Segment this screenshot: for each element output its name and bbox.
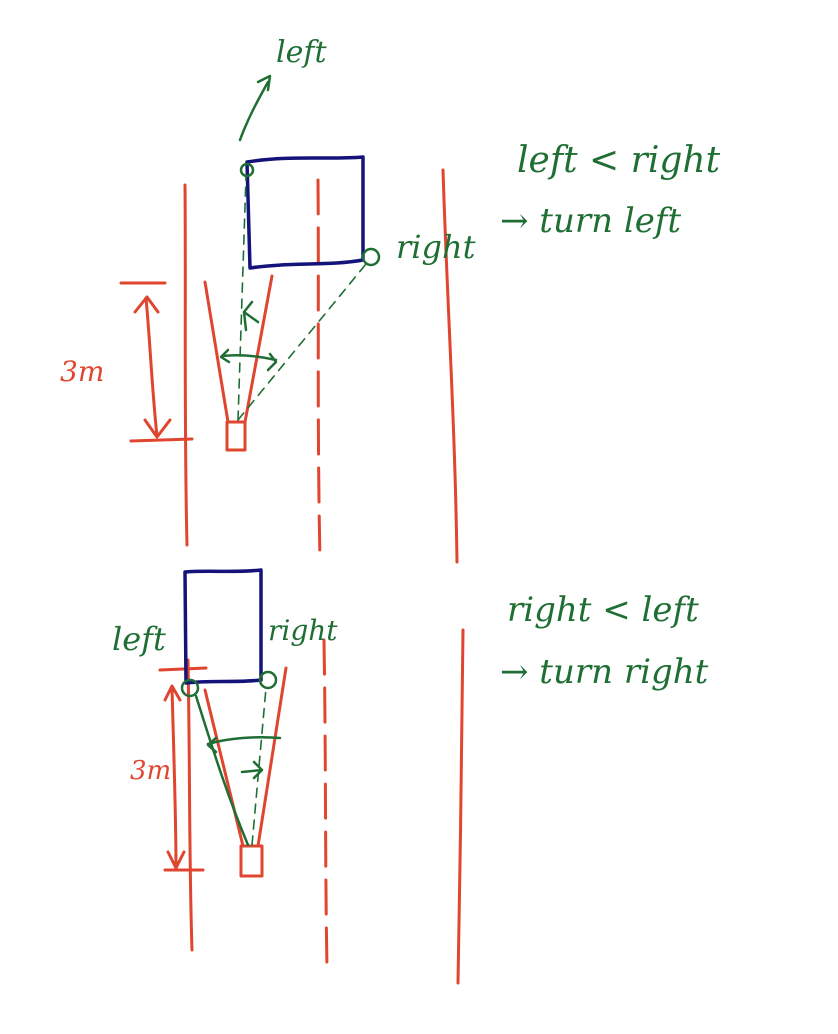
top-scenario: 3m left right left < right → turn left bbox=[60, 35, 721, 564]
top-right-label: right bbox=[396, 228, 476, 266]
bottom-vehicle-cone-left bbox=[203, 688, 245, 848]
top-left-pointer-arrow bbox=[238, 80, 270, 142]
top-vehicle bbox=[225, 420, 247, 452]
bottom-turn-arrow bbox=[240, 760, 264, 780]
bottom-vehicle-cone-right bbox=[256, 666, 288, 848]
top-result: → turn left bbox=[500, 201, 681, 241]
bottom-dimension-arrow-up bbox=[163, 684, 182, 702]
top-dimension-bottom-tick bbox=[129, 437, 194, 443]
top-turn-arrow bbox=[242, 300, 260, 332]
bottom-angle-arc bbox=[206, 736, 282, 746]
bottom-left-detection-point bbox=[180, 678, 200, 698]
top-center-lane-dashed bbox=[316, 178, 322, 562]
bottom-dimension-top-tick bbox=[158, 666, 208, 672]
top-left-road-edge bbox=[183, 183, 189, 547]
top-right-detection-point bbox=[361, 247, 381, 267]
bottom-right-detection-point bbox=[258, 670, 278, 690]
top-left-pointer-arrowhead bbox=[256, 74, 272, 92]
top-distance-label: 3m bbox=[60, 355, 104, 388]
top-left-detection-point bbox=[239, 162, 255, 178]
top-right-road-edge bbox=[441, 168, 459, 564]
bottom-dimension-arrow-down bbox=[166, 850, 186, 870]
top-dimension-line bbox=[144, 296, 159, 438]
bottom-dimension-line bbox=[170, 686, 178, 868]
top-obstacle-box bbox=[245, 155, 365, 270]
bottom-left-label: left bbox=[112, 620, 166, 658]
top-left-label: left bbox=[276, 35, 327, 70]
top-angle-arrow-right bbox=[266, 352, 278, 372]
top-right-ray bbox=[237, 263, 367, 421]
bottom-right-ray bbox=[251, 687, 267, 846]
top-dimension-arrow-down bbox=[143, 418, 172, 439]
bottom-scenario: 3m left right right < left → turn right bbox=[112, 568, 709, 985]
bottom-result: → turn right bbox=[500, 652, 709, 692]
bottom-center-lane-dashed bbox=[322, 638, 329, 970]
bottom-distance-label: 3m bbox=[130, 756, 171, 786]
bottom-right-road-edge bbox=[456, 628, 465, 985]
bottom-obstacle-box bbox=[183, 568, 263, 685]
bottom-right-label: right bbox=[268, 614, 338, 647]
top-condition: left < right bbox=[517, 140, 721, 181]
bottom-vehicle bbox=[239, 844, 264, 878]
top-vehicle-cone-right bbox=[243, 274, 274, 424]
top-left-ray bbox=[237, 175, 247, 421]
top-angle-arrow-left bbox=[219, 348, 231, 364]
top-dimension-arrow-up bbox=[133, 295, 160, 314]
bottom-left-road-edge bbox=[186, 658, 194, 952]
bottom-left-ray bbox=[194, 694, 250, 847]
top-vehicle-cone-left bbox=[203, 280, 230, 424]
bottom-angle-arrow-left bbox=[206, 736, 218, 754]
bottom-condition: right < left bbox=[507, 590, 699, 630]
top-angle-arc bbox=[220, 353, 278, 362]
